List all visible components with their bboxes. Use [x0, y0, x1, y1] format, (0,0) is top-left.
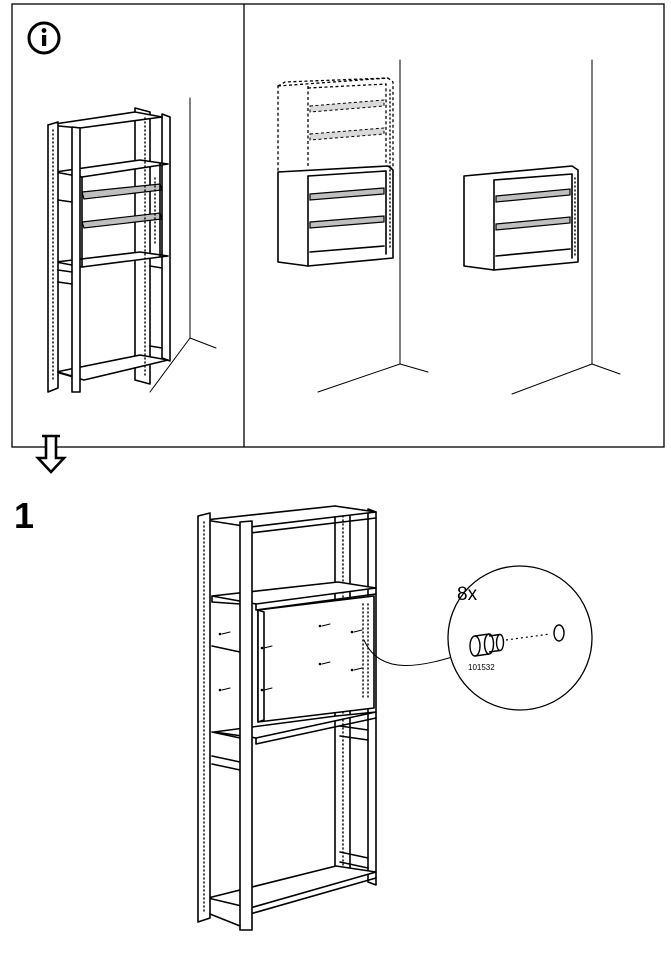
panel-stacked-wall-boxes [277, 59, 429, 393]
dowel-hole-markers [218, 623, 363, 692]
info-icon [27, 21, 61, 55]
quantity-label: 8x [457, 584, 478, 605]
dowel-icon [469, 633, 505, 657]
step-number: 1 [14, 495, 34, 536]
hole-icon [553, 624, 565, 642]
dowel-detail-callout: 8x 101532 [363, 565, 593, 711]
panel-full-unit-illustration [47, 97, 217, 393]
down-arrow-icon [35, 434, 67, 474]
shelving-unit-illustration [197, 505, 377, 931]
part-number-label: 101532 [468, 663, 495, 672]
info-panel [11, 3, 665, 448]
panel-single-wall-box [463, 59, 621, 395]
